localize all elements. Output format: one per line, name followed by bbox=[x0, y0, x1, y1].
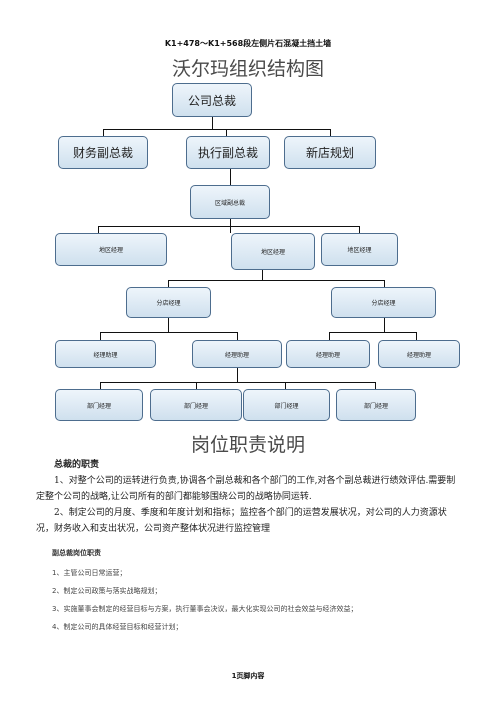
org-box-assistant-manager: 经理助理 bbox=[192, 340, 282, 368]
org-box-vp-exec: 执行副总裁 bbox=[186, 136, 270, 169]
vp-duty-item: 3、实施董事会制定的经营目标与方案，执行董事会决议，最大化实现公司的社会效益与经… bbox=[52, 605, 358, 613]
org-box-regional-vp: 区域副总裁 bbox=[190, 185, 270, 219]
president-heading: 总裁的职责 bbox=[54, 460, 100, 470]
org-box-district-manager: 地区经理 bbox=[231, 233, 315, 270]
vp-duty-item: 4、制定公司的具体经营目标和经营计划； bbox=[52, 623, 183, 631]
vp-duty-item: 2、制定公司政策与落实战略规划； bbox=[52, 587, 162, 595]
org-box-district-manager: 地区经理 bbox=[55, 233, 167, 266]
org-box-ceo: 公司总裁 bbox=[172, 83, 252, 117]
page-header: K1+478～K1+568段左侧片石混凝土挡土墙 bbox=[164, 39, 332, 48]
org-box-district-manager: 地区经理 bbox=[321, 233, 398, 266]
org-box-department-manager: 部门经理 bbox=[243, 389, 330, 421]
org-box-assistant-manager: 经理助理 bbox=[378, 340, 460, 368]
vp-duty-item: 1、主管公司日常运营； bbox=[52, 569, 127, 577]
org-box-store-manager: 分店经理 bbox=[126, 287, 211, 318]
president-paragraph-1: 1、对整个公司的运转进行负责,协调各个副总裁和各个部门的工作,对各个副总裁进行绩… bbox=[36, 476, 456, 502]
page-footer: 1页脚内容 bbox=[231, 672, 265, 680]
org-chart-title: 沃尔玛组织结构图 bbox=[171, 58, 324, 80]
vp-heading: 副总裁岗位职责 bbox=[52, 549, 101, 557]
org-box-store-manager: 分店经理 bbox=[331, 287, 436, 318]
org-box-assistant-manager: 经理助理 bbox=[55, 340, 156, 368]
org-box-department-manager: 部门经理 bbox=[150, 389, 242, 421]
org-box-vp-finance: 财务副总裁 bbox=[58, 136, 148, 169]
org-box-assistant-manager: 经理助理 bbox=[286, 340, 370, 368]
president-paragraph-2: 2、制定公司的月度、季度和年度计划和指标；监控各个部门的运营发展状况，对公司的人… bbox=[36, 508, 447, 534]
org-box-department-manager: 部门经理 bbox=[55, 389, 143, 421]
org-box-new-store: 新店规划 bbox=[284, 136, 376, 169]
org-box-department-manager: 部门经理 bbox=[336, 389, 416, 421]
president-section: 总裁的职责 1、对整个公司的运转进行负责,协调各个副总裁和各个部门的工作,对各个… bbox=[36, 457, 462, 537]
duty-section-title: 岗位职责说明 bbox=[190, 434, 305, 456]
